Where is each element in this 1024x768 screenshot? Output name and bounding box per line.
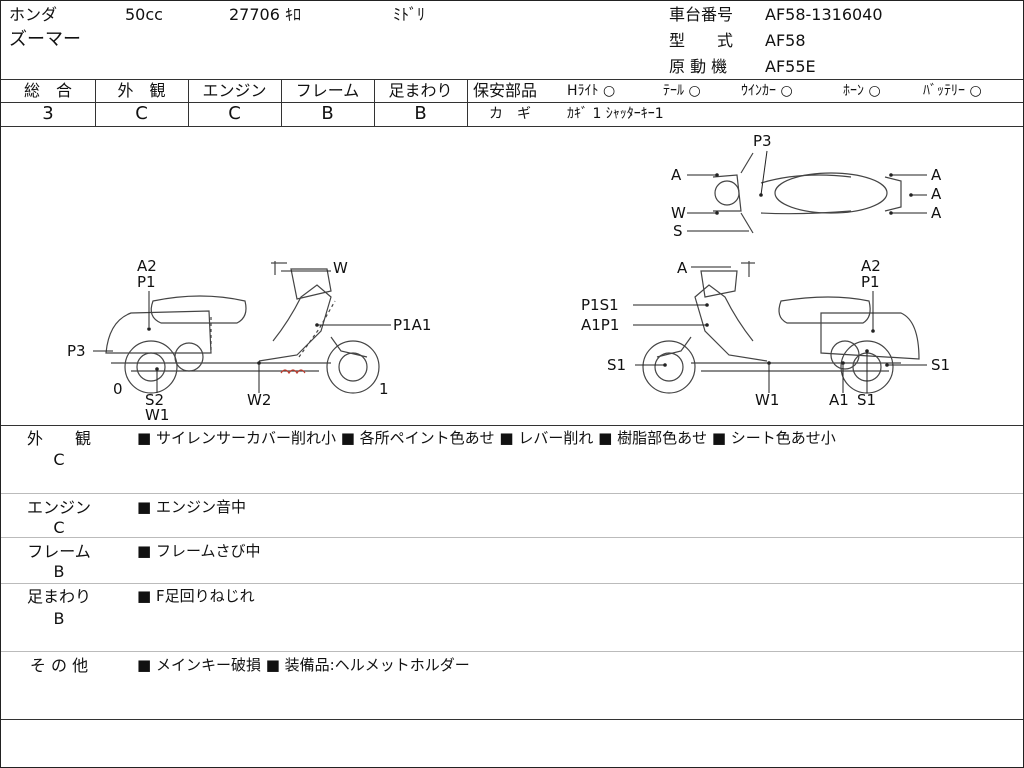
safety-item-winker: ｳｲﾝｶｰ ○ <box>741 83 793 99</box>
diagram-label: S2 <box>145 391 164 409</box>
diagram-label: A <box>677 259 688 277</box>
damage-markers <box>147 173 913 371</box>
diagram-label: P1S1 <box>581 296 619 314</box>
mileage: 27706 ｷﾛ <box>229 5 301 24</box>
diagram-label: A2 <box>861 257 881 275</box>
grade-engine-label: エンジン <box>202 81 267 100</box>
diagram-label: A <box>931 166 942 184</box>
safety-item-headlight: Hﾗｲﾄ ○ <box>567 83 616 99</box>
grade-frame-value: B <box>321 103 334 124</box>
remark-grade-engine: C <box>53 518 65 537</box>
remark-label-engine: エンジン <box>26 498 91 517</box>
key-value: ｶｷﾞ 1 ｼｬｯﾀｰｷｰ1 <box>567 106 664 122</box>
type: AF58 <box>765 31 806 50</box>
diagram-label: S1 <box>857 391 876 409</box>
maker: ホンダ <box>9 5 58 24</box>
safety-label: 保安部品 <box>473 81 538 100</box>
safety-item-battery: ﾊﾞｯﾃﾘｰ ○ <box>923 83 982 99</box>
key-label: カ ギ <box>489 106 531 122</box>
engine-label: 原 動 機 <box>669 57 728 76</box>
diagram-label: S <box>673 222 683 240</box>
divider <box>467 102 1023 103</box>
diagram-label: P3 <box>67 342 86 360</box>
divider <box>1 425 1023 426</box>
diagram-label: A2 <box>137 257 157 275</box>
grade-overall-label: 総 合 <box>23 81 72 100</box>
remark-text-engine: ■ エンジン音中 <box>137 498 246 516</box>
diagram-label: W1 <box>145 406 169 423</box>
safety-item-taillight: ﾃｰﾙ ○ <box>663 83 701 99</box>
grade-frame-label: フレーム <box>295 81 360 100</box>
type-label: 型 式 <box>669 31 734 50</box>
divider <box>281 79 282 126</box>
diagram-label: A <box>671 166 682 184</box>
engine: AF55E <box>765 57 816 76</box>
diagram-label: P1 <box>861 273 880 291</box>
right-side-scooter <box>642 261 920 394</box>
divider <box>1 493 1023 494</box>
divider <box>1 537 1023 538</box>
divider <box>95 79 96 126</box>
diagram-label: A <box>931 185 942 203</box>
grade-exterior-value: C <box>135 103 148 124</box>
diagram-label: W <box>333 259 348 277</box>
remark-grade-exterior: C <box>53 450 65 469</box>
diagram-label: S1 <box>607 356 626 374</box>
diagram-label: P1A1 <box>393 316 431 334</box>
remark-label-exterior: 外 観 <box>26 429 91 448</box>
safety-item-horn: ﾎｰﾝ ○ <box>843 83 881 99</box>
diagram-label: P3 <box>753 132 772 150</box>
damage-diagram: A2 P1 W P1A1 P3 0 S2 W1 W2 1 A A2 P1 P1S… <box>67 132 950 423</box>
diagram-label: A <box>931 204 942 222</box>
diagram-label: W2 <box>247 391 271 409</box>
callout-lines <box>93 150 927 393</box>
remark-grade-frame: B <box>53 562 65 581</box>
grade-exterior-label: 外 観 <box>117 81 166 100</box>
grade-suspension-label: 足まわり <box>388 81 453 100</box>
diagram-label: S1 <box>931 356 950 374</box>
diagram-label: 0 <box>113 380 123 398</box>
divider <box>1 583 1023 584</box>
diagram-label: 1 <box>379 380 389 398</box>
remark-grade-suspension: B <box>53 609 65 628</box>
diagram-label: P1 <box>137 273 156 291</box>
remark-text-other: ■ メインキー破損 ■ 装備品:ヘルメットホルダー <box>137 656 470 674</box>
diagram-label: A1P1 <box>581 316 619 334</box>
remark-label-other: そ の 他 <box>29 656 89 675</box>
divider <box>1 126 1023 127</box>
divider <box>467 79 468 126</box>
remark-text-frame: ■ フレームさび中 <box>137 542 261 560</box>
diagram-label: W1 <box>755 391 779 409</box>
remark-label-suspension: 足まわり <box>26 587 91 606</box>
remark-label-frame: フレーム <box>27 542 91 561</box>
frame-no: AF58-1316040 <box>765 5 883 24</box>
divider <box>188 79 189 126</box>
displacement: 50cc <box>125 5 163 24</box>
color: ﾐﾄﾞﾘ <box>393 5 426 24</box>
remark-text-suspension: ■ F足回りねじれ <box>137 587 255 605</box>
grade-suspension-value: B <box>414 103 427 124</box>
grade-overall-value: 3 <box>42 103 54 124</box>
frame-no-label: 車台番号 <box>669 5 734 24</box>
diagram-label: A1 <box>829 391 849 409</box>
remark-text-exterior: ■ サイレンサーカバー削れ小 ■ 各所ペイント色あせ ■ レバー削れ ■ 樹脂部… <box>137 429 836 447</box>
top-view-scooter <box>712 152 902 234</box>
divider <box>1 79 1023 80</box>
diagram-label: W <box>671 204 686 222</box>
model-name: ズーマー <box>9 29 81 50</box>
divider <box>1 651 1023 652</box>
divider <box>1 719 1023 720</box>
divider <box>1 102 467 103</box>
divider <box>374 79 375 126</box>
grade-engine-value: C <box>228 103 241 124</box>
